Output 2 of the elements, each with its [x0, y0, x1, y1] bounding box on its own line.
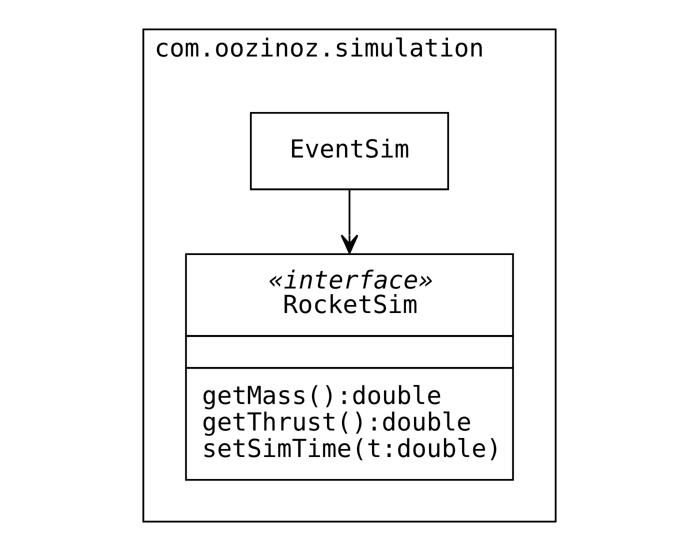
node-box: EventSim: [250, 112, 450, 190]
arrow: [340, 190, 358, 254]
